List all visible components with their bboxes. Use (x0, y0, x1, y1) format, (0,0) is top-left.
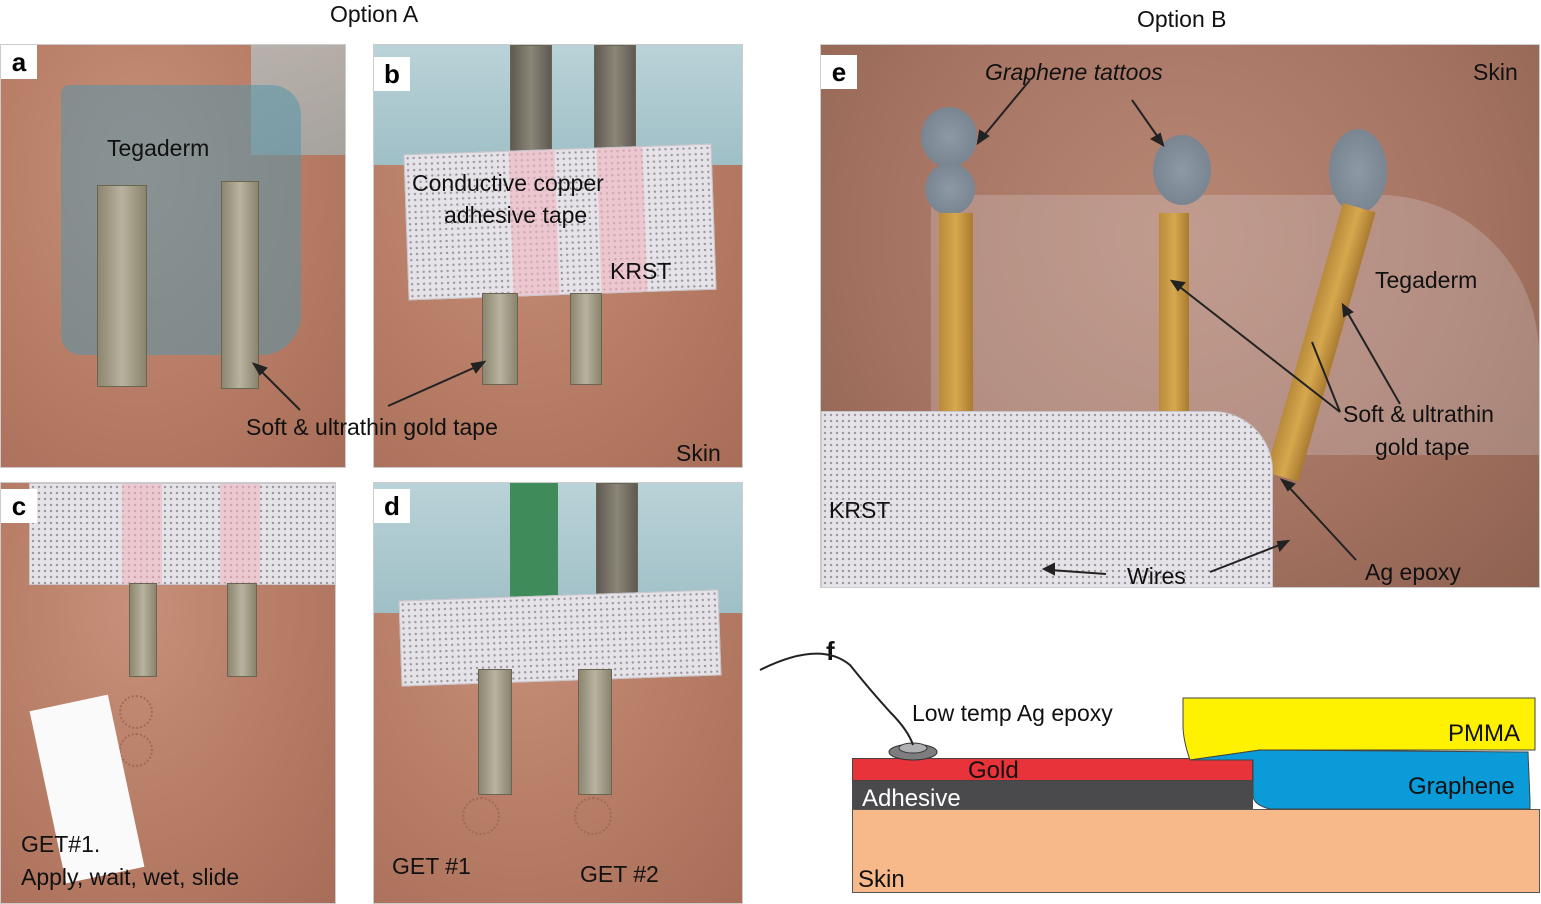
label-skin-b: Skin (676, 440, 721, 466)
label-gold-tape-line2-e: gold tape (1375, 434, 1470, 460)
green-cable (510, 483, 558, 613)
label-tegaderm-a: Tegaderm (107, 135, 210, 161)
label-gold-tape-ab: Soft & ultrathin gold tape (246, 414, 498, 440)
krst-tape-d (398, 589, 722, 687)
panel-letter-e: e (821, 55, 857, 89)
tattoo-outline-2 (119, 733, 153, 767)
gold-tape-strip-c-right (227, 583, 257, 677)
panel-b-photo: b Conductive copper adhesive tape KRST S… (373, 44, 743, 468)
label-pmma: PMMA (1448, 720, 1520, 747)
panel-letter-f: f (826, 636, 835, 666)
gold-tape-strip-left (97, 185, 147, 387)
label-ag-epoxy-e: Ag epoxy (1365, 559, 1461, 585)
gold-layer (852, 758, 1253, 781)
krst-tape-e (821, 411, 1273, 587)
wire-line (759, 652, 914, 746)
label-get1-d: GET #1 (392, 853, 471, 879)
graphene-tattoo-1a (921, 107, 977, 167)
adhesive-layer (852, 781, 1253, 809)
gold-tape-strip-d-right (578, 669, 612, 795)
panel-letter-a: a (1, 45, 37, 79)
panel-c-photo: c GET#1. Apply, wait, wet, slide (0, 482, 336, 904)
panel-letter-d: d (374, 489, 410, 523)
gold-tape-strip-b-right (570, 293, 602, 385)
panel-d-photo: d GET #1 GET #2 (373, 482, 743, 904)
graphene-tattoo-2 (1153, 135, 1211, 205)
label-copper-line1: Conductive copper (412, 170, 604, 196)
gold-tape-strip-b-left (482, 293, 518, 385)
tattoo-outline-d2 (574, 797, 612, 835)
label-gold-tape-line1-e: Soft & ultrathin (1343, 401, 1494, 427)
copper-tape-strip-right (594, 45, 636, 157)
label-adhesive: Adhesive (862, 785, 961, 812)
label-get2-d: GET #2 (580, 861, 659, 887)
label-apply-instructions: Apply, wait, wet, slide (21, 864, 240, 890)
ag-epoxy-top (898, 742, 928, 754)
option-b-header: Option B (1137, 6, 1227, 32)
label-krst-e: KRST (829, 497, 891, 523)
label-copper-line2: adhesive tape (444, 202, 588, 228)
gold-tape-e-2 (1159, 213, 1189, 419)
label-krst-b: KRST (610, 258, 672, 284)
label-graphene-tattoos: Graphene tattoos (985, 59, 1163, 85)
gold-tape-strip-right (221, 181, 259, 389)
tattoo-outline-d1 (462, 797, 500, 835)
gold-tape-strip-c-left (129, 583, 157, 677)
label-tegaderm-e: Tegaderm (1375, 267, 1478, 293)
label-skin-f: Skin (858, 866, 905, 893)
gold-tape-e-1 (939, 213, 973, 419)
panel-e-photo: e Graphene tattoos Skin Tegaderm Soft & … (820, 44, 1540, 588)
label-gold: Gold (968, 757, 1019, 784)
graphene-tattoo-1b (925, 163, 975, 215)
option-a-header: Option A (330, 1, 419, 27)
label-low-temp-epoxy: Low temp Ag epoxy (912, 700, 1113, 726)
krst-tape-c (29, 483, 335, 585)
panel-letter-c: c (1, 489, 37, 523)
copper-tape-strip-left (510, 45, 552, 157)
skin-layer (852, 809, 1540, 893)
label-graphene: Graphene (1408, 773, 1515, 800)
tattoo-outline-1 (119, 695, 153, 729)
label-wires: Wires (1127, 563, 1186, 588)
graphene-tattoo-3 (1329, 129, 1387, 213)
gold-tape-strip-d-left (478, 669, 512, 795)
label-skin-e: Skin (1473, 59, 1518, 85)
label-get1-c: GET#1. (21, 831, 101, 857)
panel-a-photo: a Tegaderm (0, 44, 346, 468)
panel-letter-b: b (374, 57, 410, 91)
